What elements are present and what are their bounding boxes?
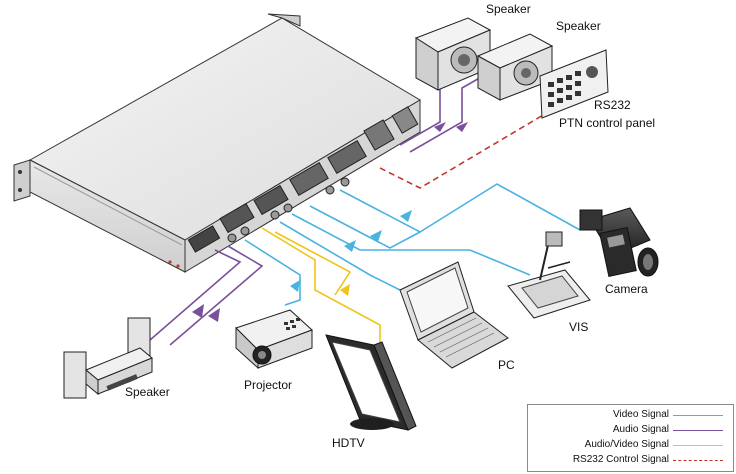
legend-swatch — [673, 460, 723, 461]
av-cable — [261, 227, 381, 345]
speaker-left-system — [63, 317, 153, 399]
av-arrow — [340, 284, 350, 296]
camera — [579, 207, 659, 278]
legend-label: Video Signal — [613, 409, 669, 420]
legend-label: RS232 Control Signal — [572, 454, 669, 465]
legend-row-av: Audio/Video Signal — [528, 439, 733, 453]
camera-label: Camera — [605, 282, 648, 296]
legend-row-video: Video Signal — [528, 409, 733, 423]
projector — [235, 309, 313, 370]
legend-swatch — [673, 445, 723, 446]
audio-arrows-top — [434, 122, 468, 132]
projector-label: Projector — [244, 378, 293, 392]
ptn-panel-label: PTN control panel — [559, 116, 656, 130]
pc-laptop — [399, 261, 509, 369]
legend: Video Signal Audio Signal Audio/Video Si… — [527, 404, 734, 472]
rs232-label: RS232 — [594, 98, 631, 112]
hdtv-label: HDTV — [332, 436, 365, 450]
speaker-top-1 — [414, 17, 492, 91]
audio-arrows-left — [192, 304, 220, 322]
hdtv — [325, 334, 417, 431]
legend-swatch — [673, 430, 723, 431]
legend-row-audio: Audio Signal — [528, 424, 733, 438]
rear-connectors — [187, 106, 419, 253]
vis-device — [507, 231, 591, 319]
legend-swatch — [673, 415, 723, 416]
ptn-control-panel — [539, 49, 609, 119]
video-cables — [244, 183, 581, 306]
pc-label: PC — [498, 358, 515, 372]
video-arrows — [290, 210, 412, 292]
speaker-top-1-label: Speaker — [486, 2, 531, 16]
speaker-top-2 — [476, 33, 554, 101]
audio-cables-left — [149, 245, 264, 346]
speaker-top-2-label: Speaker — [556, 19, 601, 33]
legend-row-rs232: RS232 Control Signal — [528, 454, 733, 468]
legend-label: Audio/Video Signal — [584, 439, 669, 450]
legend-label: Audio Signal — [612, 424, 669, 435]
speaker-left-label: Speaker — [125, 385, 170, 399]
rs232-cable — [379, 107, 556, 189]
vis-label: VIS — [569, 320, 589, 334]
